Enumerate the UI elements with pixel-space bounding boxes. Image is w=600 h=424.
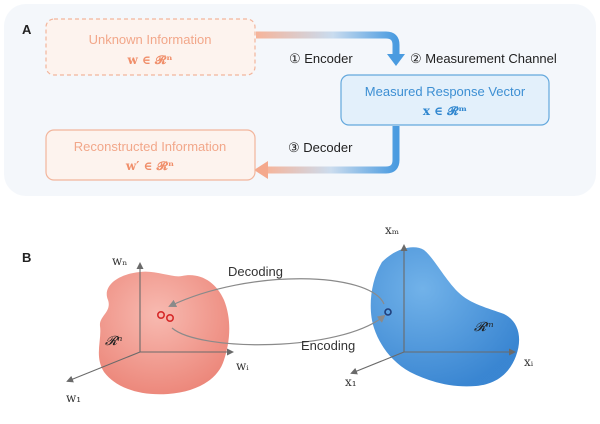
unknown-information-math: w ∈ 𝓡ⁿ xyxy=(126,53,172,67)
right-space-name: 𝓡ᵐ xyxy=(474,320,494,335)
decoder-flow-arrow xyxy=(254,126,400,179)
measurement-channel-label: ② Measurement Channel xyxy=(410,51,557,66)
right-axis-down-label: x₁ xyxy=(345,375,357,389)
left-space: wₙ wᵢ w₁ 𝓡ⁿ xyxy=(66,254,249,405)
decoder-label: ③ Decoder xyxy=(288,140,353,155)
encoder-label: ① Encoder xyxy=(289,51,353,66)
left-space-name: 𝓡ⁿ xyxy=(105,334,122,349)
unknown-information-title: Unknown Information xyxy=(89,32,212,47)
left-axis-up-label: wₙ xyxy=(112,254,127,268)
encoding-arrow xyxy=(171,314,386,346)
right-space: xₘ xᵢ x₁ 𝓡ᵐ xyxy=(345,223,534,389)
left-space-points xyxy=(157,310,175,322)
right-axis-down xyxy=(350,351,405,375)
right-axis-up-label: xₘ xyxy=(385,223,399,237)
decoding-arrow xyxy=(168,278,385,308)
measured-response-title: Measured Response Vector xyxy=(365,84,526,99)
panel-b-label: B xyxy=(22,250,31,265)
measured-response-math: x ∈ 𝓡ᵐ xyxy=(423,104,468,118)
encoding-label: Encoding xyxy=(301,338,355,353)
left-space-blob xyxy=(98,271,230,395)
encoder-flow-arrow xyxy=(256,31,405,66)
right-space-blob xyxy=(370,247,520,387)
left-axis-right-label: wᵢ xyxy=(236,359,249,373)
unknown-information-box: Unknown Information w ∈ 𝓡ⁿ xyxy=(45,18,256,76)
right-space-point xyxy=(384,308,392,316)
decoding-label: Decoding xyxy=(228,264,283,279)
measured-response-box: Measured Response Vector x ∈ 𝓡ᵐ xyxy=(340,74,550,126)
reconstructed-information-title: Reconstructed Information xyxy=(74,139,226,154)
right-axis-right-label: xᵢ xyxy=(524,355,534,369)
panel-a-label: A xyxy=(22,22,32,37)
reconstructed-information-math: w′ ∈ 𝓡ⁿ xyxy=(125,159,174,173)
left-axis-down-label: w₁ xyxy=(66,391,81,405)
reconstructed-information-box: Reconstructed Information w′ ∈ 𝓡ⁿ xyxy=(45,129,256,181)
left-axis-down xyxy=(66,351,141,383)
